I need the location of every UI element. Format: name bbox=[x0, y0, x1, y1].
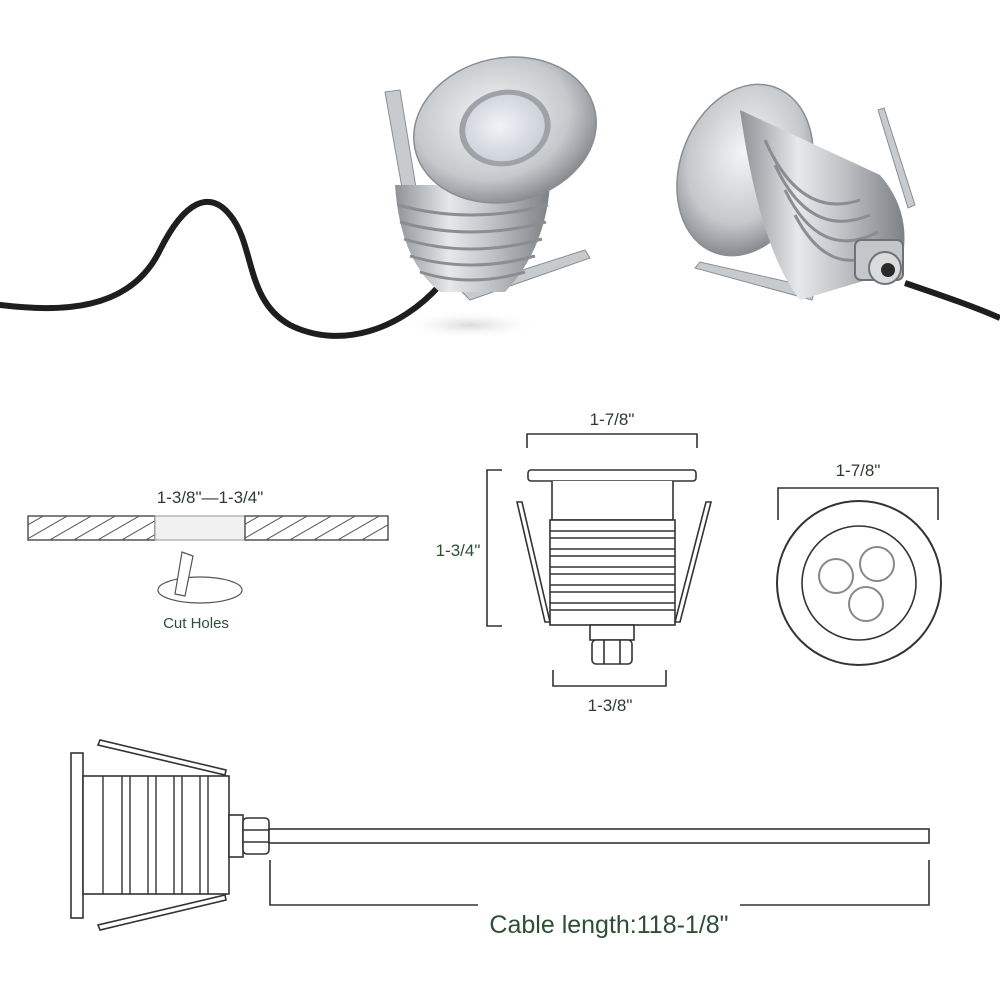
product-photo-rear bbox=[676, 83, 1000, 321]
led-chip-icon bbox=[818, 558, 854, 594]
side-view-diagram bbox=[486, 433, 713, 687]
label-backing bbox=[478, 895, 740, 919]
cable-outline bbox=[268, 828, 930, 844]
side-base-width-label: 1-3/8" bbox=[588, 696, 633, 715]
side-height-label: 1-3/4" bbox=[436, 541, 481, 560]
power-cable bbox=[0, 198, 443, 339]
cable-length-diagram bbox=[70, 739, 930, 931]
led-chip-icon bbox=[848, 586, 884, 622]
cut-holes-caption: Cut Holes bbox=[163, 615, 229, 632]
front-diameter-label: 1-7/8" bbox=[836, 461, 881, 480]
saw-blade-icon bbox=[174, 551, 194, 597]
product-photo-front bbox=[0, 56, 597, 339]
cut-hole-diagram: 1-3/8"—1-3/4" Cut Holes bbox=[27, 488, 389, 632]
side-top-width-label: 1-7/8" bbox=[590, 410, 635, 429]
led-chip-icon bbox=[859, 546, 895, 582]
cut-range-label: 1-3/8"—1-3/4" bbox=[157, 488, 264, 507]
power-cable-rear bbox=[904, 280, 1000, 321]
front-view-diagram bbox=[776, 487, 942, 666]
cable-length-label: Cable length:118-1/8" bbox=[489, 911, 728, 939]
